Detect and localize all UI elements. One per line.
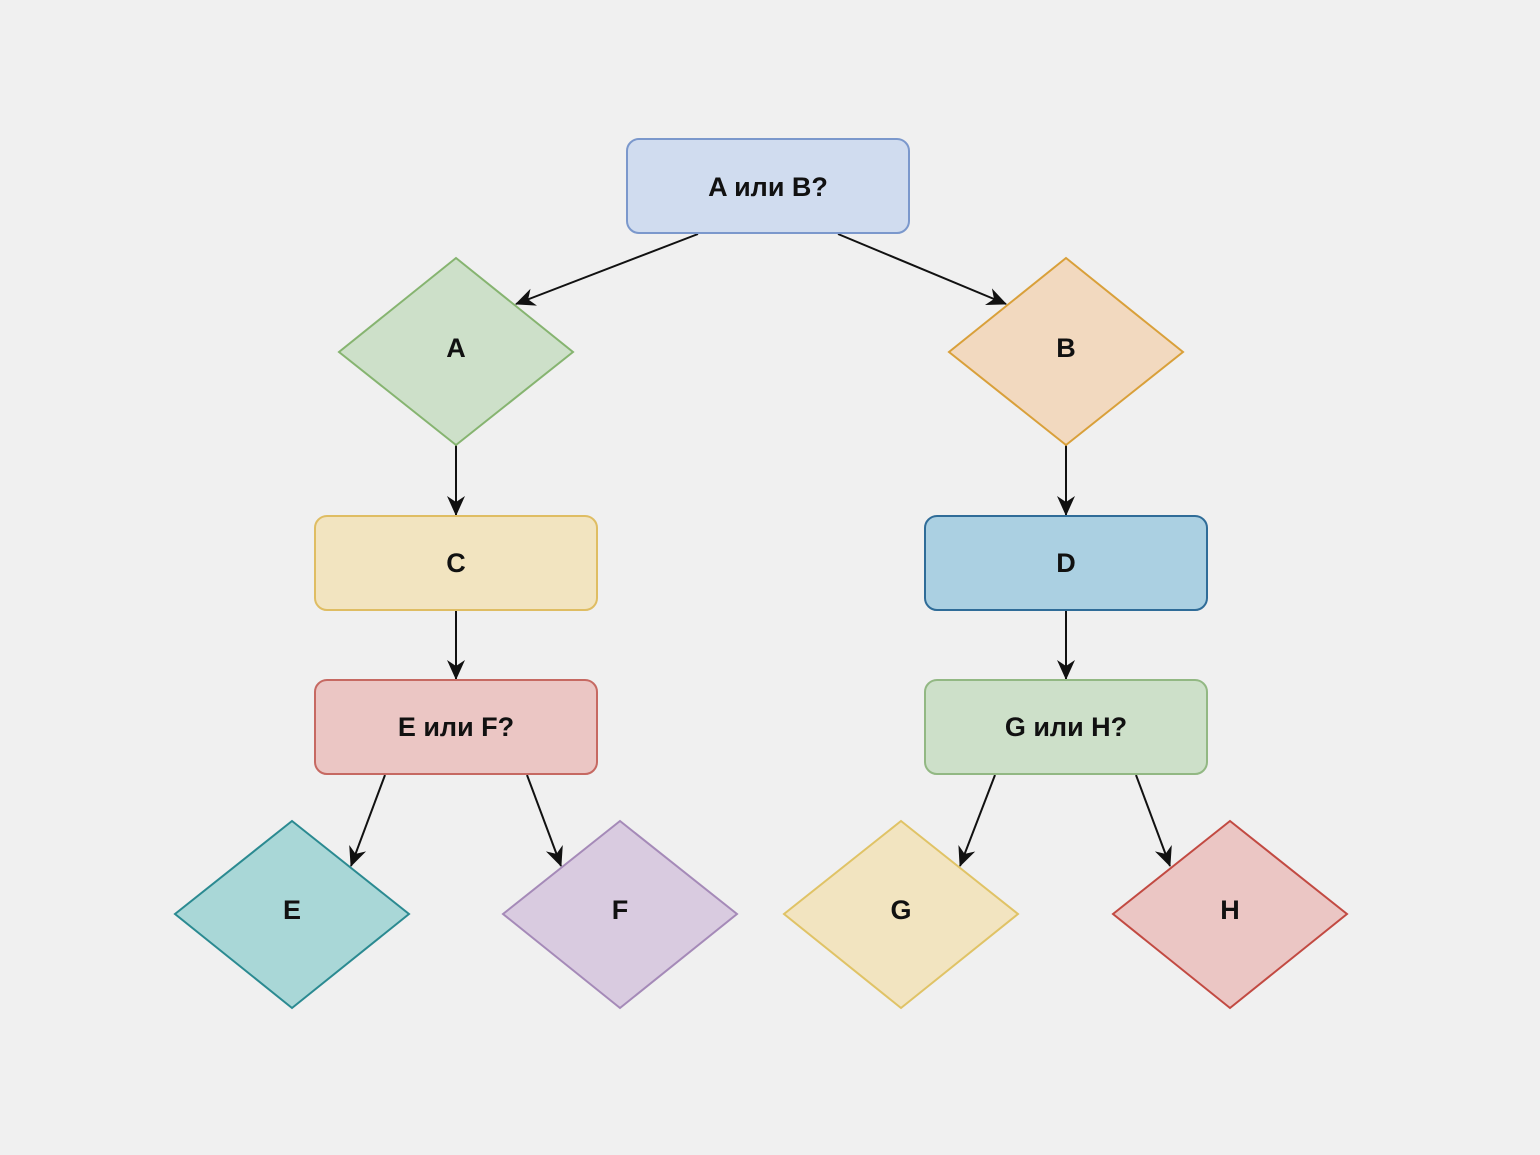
edge-gh-to-h [1135,774,1172,867]
node-d-label: D [1056,548,1076,578]
node-e-label: E [283,895,301,925]
node-f: F [501,819,739,1010]
node-c-shape [314,515,598,611]
node-e-shape [173,819,411,1010]
node-ef-label: E или F? [398,712,514,742]
node-f-shape [501,819,739,1010]
node-c: C [314,515,598,611]
node-b-shape [947,256,1185,447]
edge-gh-to-g [958,774,996,867]
node-e: E [173,819,411,1010]
edge-ef-to-e [349,774,386,867]
node-h: H [1111,819,1349,1010]
node-b: B [947,256,1185,447]
edge-ef-to-f [526,774,563,867]
edge-root-to-b [837,233,1007,305]
node-gh-shape [924,679,1208,775]
node-c-label: C [446,548,466,578]
node-f-label: F [612,895,629,925]
node-ef: E или F? [314,679,598,775]
node-g: G [782,819,1020,1010]
node-g-label: G [890,895,911,925]
node-a: A [337,256,575,447]
node-root-label: A или B? [708,172,828,202]
node-g-shape [782,819,1020,1010]
node-a-label: A [446,333,466,363]
node-gh-label: G или H? [1005,712,1127,742]
edges [349,233,1172,867]
node-gh: G или H? [924,679,1208,775]
node-b-label: B [1056,333,1076,363]
node-d-shape [924,515,1208,611]
node-d: D [924,515,1208,611]
node-ef-shape [314,679,598,775]
node-h-label: H [1220,895,1240,925]
node-root-shape [626,138,910,234]
node-a-shape [337,256,575,447]
node-h-shape [1111,819,1349,1010]
edge-root-to-a [515,233,699,306]
node-root: A или B? [626,138,910,234]
